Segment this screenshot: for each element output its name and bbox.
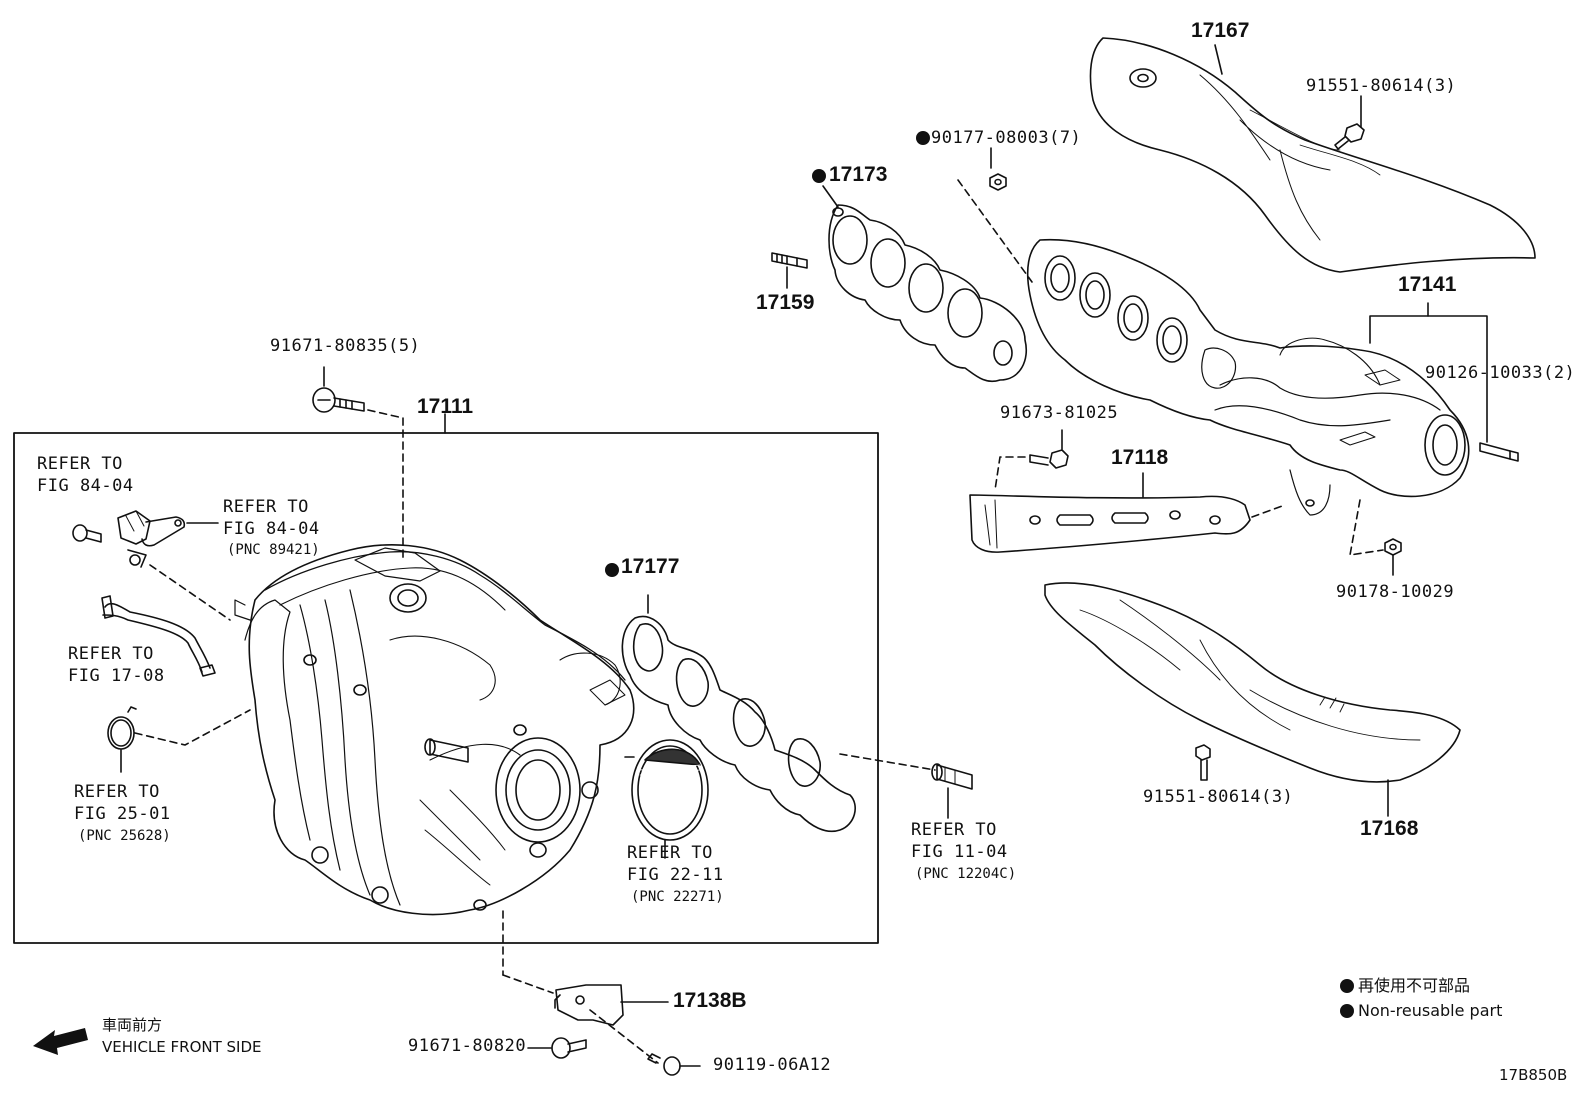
legend-jp: 再使用不可部品	[1340, 978, 1470, 994]
label-91673: 91673-81025	[1000, 403, 1119, 423]
refer-25-01-pnc: (PNC 25628)	[78, 828, 171, 844]
nut-90177	[989, 173, 1007, 191]
refer-22-11-line2: FIG 22-11	[627, 865, 724, 885]
refer-17-08-line2: FIG 17-08	[68, 666, 165, 686]
refer-84-04-b-pnc: (PNC 89421)	[227, 542, 320, 558]
gasket-17177	[621, 615, 856, 833]
label-91551-top: 91551-80614(3)	[1306, 76, 1457, 96]
label-91551-bottom: 91551-80614(3)	[1143, 787, 1294, 807]
label-91671-top: 91671-80835(5)	[270, 336, 421, 356]
heat-insulator-17167	[1089, 37, 1536, 273]
refer-25-01-line1: REFER TO	[74, 782, 160, 802]
stud-90126	[1479, 442, 1519, 462]
refer-11-04-line2: FIG 11-04	[911, 842, 1008, 862]
diagram-id: 17B850B	[1499, 1066, 1568, 1084]
throttle-gasket-22271	[631, 739, 709, 841]
bolt-91673	[1029, 449, 1069, 469]
sensor-89421	[117, 510, 186, 568]
legend-dot-icon	[1340, 1004, 1354, 1018]
bolt-sensor	[72, 524, 102, 543]
heat-protector-17118	[969, 494, 1251, 553]
label-90178: 90178-10029	[1336, 582, 1455, 602]
label-17159: 17159	[756, 291, 815, 314]
front-jp: 車両前方	[102, 1016, 163, 1034]
bolt-91551-top	[1334, 123, 1365, 150]
label-17168: 17168	[1360, 817, 1419, 840]
refer-84-04-a-line1: REFER TO	[37, 454, 123, 474]
nonreusable-dot-17173	[812, 169, 826, 183]
bolt-91671-bottom	[551, 1037, 587, 1059]
label-91671-bottom: 91671-80820	[408, 1036, 527, 1056]
label-17111: 17111	[417, 395, 474, 418]
bolt-90119	[647, 1053, 681, 1076]
exhaust-manifold-17141	[1026, 238, 1470, 516]
label-17118: 17118	[1111, 446, 1169, 469]
refer-22-11-line1: REFER TO	[627, 843, 713, 863]
vehicle-front-arrow-icon	[33, 1028, 88, 1055]
o-ring-25628	[107, 706, 137, 750]
bolt-91551-bottom	[1195, 744, 1211, 781]
legend-en: Non-reusable part	[1340, 1003, 1502, 1019]
intake-group-frame	[13, 432, 879, 944]
heat-insulator-17168	[1044, 582, 1461, 783]
nut-90178	[1384, 538, 1402, 556]
refer-84-04-b-line1: REFER TO	[223, 497, 309, 517]
label-17177: 17177	[621, 555, 680, 578]
gasket-17173	[828, 204, 1027, 383]
refer-11-04-pnc: (PNC 12204C)	[915, 866, 1017, 882]
refer-84-04-b-line2: FIG 84-04	[223, 519, 320, 539]
label-90177: 90177-08003(7)	[931, 128, 1082, 148]
bolt-91671-top	[312, 387, 365, 413]
refer-84-04-a-line2: FIG 84-04	[37, 476, 134, 496]
label-17167: 17167	[1191, 19, 1250, 42]
front-en: VEHICLE FRONT SIDE	[102, 1038, 262, 1056]
label-17173: 17173	[829, 163, 888, 186]
intake-manifold-17111	[234, 544, 635, 994]
nonreusable-dot-17177	[605, 563, 619, 577]
label-17138b: 17138B	[673, 989, 747, 1012]
refer-17-08-line1: REFER TO	[68, 644, 154, 664]
stud-17159	[771, 252, 808, 269]
refer-22-11-pnc: (PNC 22271)	[631, 889, 724, 905]
label-90119: 90119-06A12	[713, 1055, 832, 1075]
vacuum-connector-12204c	[931, 763, 973, 790]
nonreusable-dot-90177	[916, 131, 930, 145]
refer-11-04-line1: REFER TO	[911, 820, 997, 840]
legend-dot-icon	[1340, 979, 1354, 993]
bracket-17138b	[554, 984, 624, 1026]
pcv-hose	[101, 595, 216, 677]
label-90126: 90126-10033(2)	[1425, 363, 1576, 383]
label-17141: 17141	[1398, 273, 1457, 296]
refer-25-01-line2: FIG 25-01	[74, 804, 171, 824]
